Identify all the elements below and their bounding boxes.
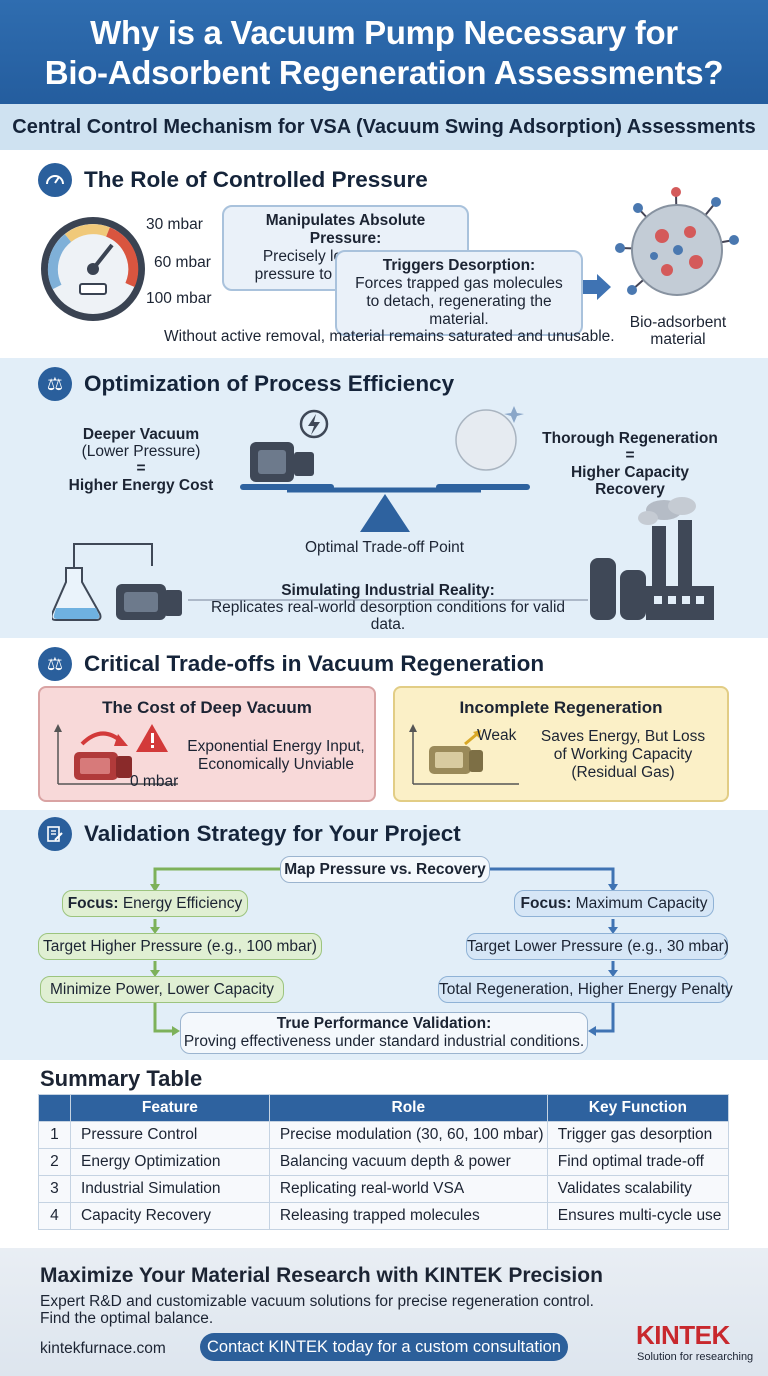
map-pressure-node: Map Pressure vs. Recovery bbox=[280, 856, 490, 883]
weak-pump-icon bbox=[409, 724, 519, 785]
card-cost-deep-vacuum: The Cost of Deep Vacuum 0 mbar Exponenti… bbox=[38, 686, 376, 802]
right-focus-node: Focus: Maximum Capacity bbox=[514, 890, 714, 917]
gauge-label-30: 30 mbar bbox=[146, 216, 203, 233]
cost-title: The Cost of Deep Vacuum bbox=[102, 698, 312, 717]
optimal-tradeoff-label: Optimal Trade-off Point bbox=[305, 539, 465, 556]
section-efficiency: ⚖ Optimization of Process Efficiency Dee… bbox=[0, 358, 768, 638]
scale-icon-2: ⚖ bbox=[38, 647, 72, 681]
section-summary: Summary Table Feature Role Key Function … bbox=[0, 1060, 768, 1248]
thorough-regeneration-text: Thorough Regeneration = Higher Capacity … bbox=[542, 430, 718, 498]
incomplete-text: Saves Energy, But Loss of Working Capaci… bbox=[540, 728, 706, 781]
gauge-label-100: 100 mbar bbox=[146, 290, 212, 307]
final-validation-node: True Performance Validation: Proving eff… bbox=[180, 1012, 588, 1054]
section-tradeoffs: ⚖ Critical Trade-offs in Vacuum Regenera… bbox=[0, 638, 768, 810]
summary-title: Summary Table bbox=[40, 1066, 203, 1091]
footer-text: Expert R&D and customizable vacuum solut… bbox=[40, 1293, 594, 1327]
incomplete-title: Incomplete Regeneration bbox=[459, 698, 663, 717]
footer-url-link[interactable]: kintekfurnace.com bbox=[40, 1340, 166, 1357]
table-header-row: Feature Role Key Function bbox=[38, 1094, 730, 1122]
arrow-right-icon bbox=[583, 274, 611, 300]
deeper-vacuum-text: Deeper Vacuum (Lower Pressure) = Higher … bbox=[68, 426, 214, 494]
section-title-tradeoffs: ⚖ Critical Trade-offs in Vacuum Regenera… bbox=[38, 646, 544, 682]
page-header: Why is a Vacuum Pump Necessary for Bio-A… bbox=[0, 0, 768, 104]
flow-connectors bbox=[150, 867, 618, 1036]
kintek-tagline: Solution for researching bbox=[637, 1351, 754, 1363]
page-subtitle: Central Control Mechanism for VSA (Vacuu… bbox=[0, 104, 768, 150]
left-result-node: Minimize Power, Lower Capacity bbox=[40, 976, 284, 1003]
simulating-industrial-text: Simulating Industrial Reality: Replicate… bbox=[210, 582, 566, 633]
page-title-line2: Bio-Adsorbent Regeneration Assessments? bbox=[44, 54, 724, 91]
section-title-validation: Validation Strategy for Your Project bbox=[38, 816, 461, 852]
pressure-gauge-icon bbox=[41, 217, 145, 321]
speedometer-icon bbox=[38, 163, 72, 197]
contact-cta-button[interactable]: Contact KINTEK today for a custom consul… bbox=[200, 1333, 568, 1361]
section-title-efficiency: ⚖ Optimization of Process Efficiency bbox=[38, 366, 454, 402]
weak-label: Weak bbox=[477, 727, 517, 744]
kintek-logo: KINTEK bbox=[636, 1320, 730, 1350]
scale-icon: ⚖ bbox=[38, 367, 72, 401]
factory-icon bbox=[590, 497, 714, 620]
callout-desorption: Triggers Desorption: Forces trapped gas … bbox=[335, 250, 583, 336]
balance-scale-icon bbox=[240, 406, 530, 532]
footer-title: Maximize Your Material Research with KIN… bbox=[40, 1264, 603, 1287]
left-target-node: Target Higher Pressure (e.g., 100 mbar) bbox=[38, 933, 322, 960]
right-target-node: Target Lower Pressure (e.g., 30 mbar) bbox=[466, 933, 729, 960]
edit-document-icon bbox=[38, 817, 72, 851]
material-label: Bio-adsorbent material bbox=[629, 314, 727, 348]
cost-axis-label: 0 mbar bbox=[130, 773, 179, 790]
page-title-line1: Why is a Vacuum Pump Necessary for bbox=[90, 14, 678, 51]
lab-setup-illustration bbox=[52, 543, 588, 621]
bio-adsorbent-particle-icon bbox=[615, 187, 739, 296]
role-note: Without active removal, material remains… bbox=[164, 328, 615, 345]
cost-text: Exponential Energy Input, Economically U… bbox=[187, 738, 365, 773]
gauge-label-60: 60 mbar bbox=[154, 254, 211, 271]
right-result-node: Total Regeneration, Higher Energy Penalt… bbox=[438, 976, 733, 1003]
section-title-role: The Role of Controlled Pressure bbox=[38, 162, 428, 198]
deep-vacuum-pump-icon bbox=[54, 724, 178, 785]
card-incomplete-regeneration: Incomplete Regeneration Weak Saves Energ… bbox=[393, 686, 729, 802]
section-validation: Validation Strategy for Your Project Map… bbox=[0, 810, 768, 1060]
section-role: The Role of Controlled Pressure 30 mbar … bbox=[0, 150, 768, 358]
left-focus-node: Focus: Energy Efficiency bbox=[62, 890, 248, 917]
footer: Maximize Your Material Research with KIN… bbox=[0, 1248, 768, 1376]
